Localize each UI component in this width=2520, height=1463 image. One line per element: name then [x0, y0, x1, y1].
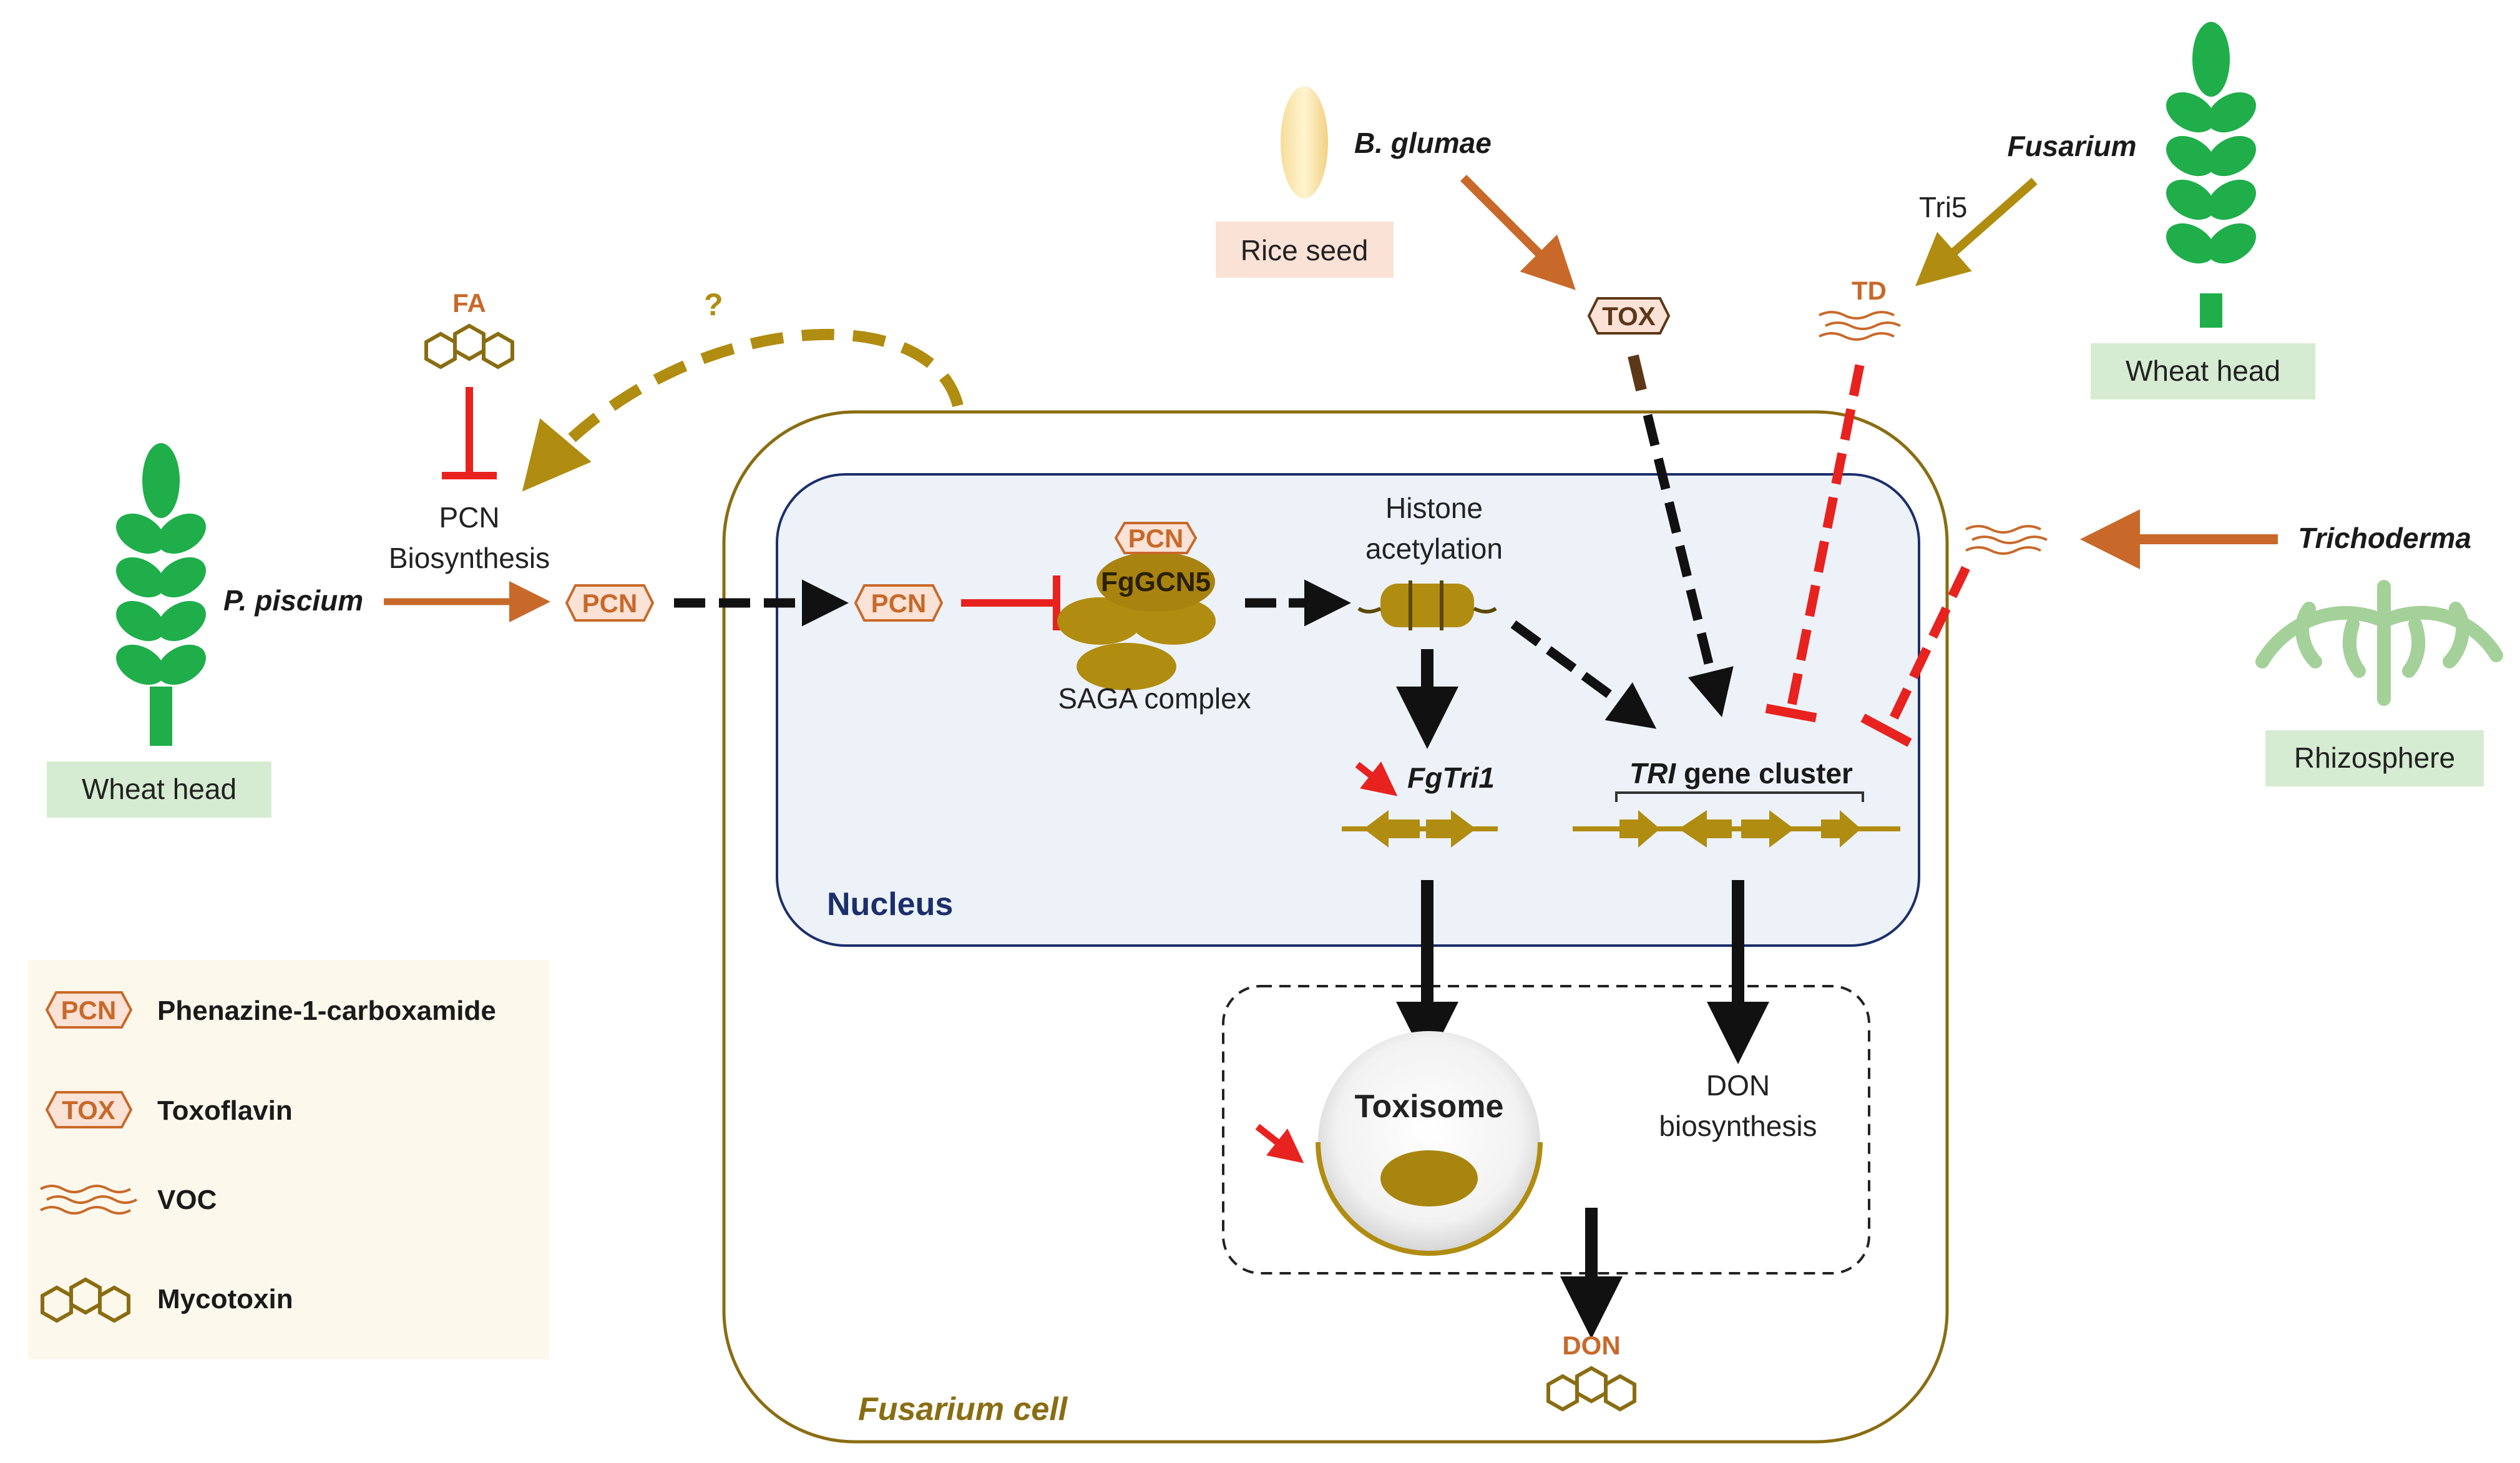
fusarium-cell: [722, 410, 1949, 1444]
trichoderma-inhibition-bar: [1860, 713, 1912, 747]
rhizosphere-label-box: [2265, 730, 2484, 786]
legend-item-voc: VOC: [40, 1185, 217, 1215]
pcn-inner-badge: PCN: [854, 584, 944, 622]
legend-pcn-label: Phenazine-1-carboxamide: [157, 996, 496, 1026]
histone-label-line1: Histone: [1385, 492, 1483, 524]
svg-text:TOX: TOX: [1602, 301, 1656, 331]
legend-item-pcn: PCN Phenazine-1-carboxamide: [45, 991, 496, 1029]
svg-text:PCN: PCN: [871, 589, 927, 618]
don-label: DON: [1562, 1331, 1620, 1360]
rice-seed-icon: [1281, 86, 1328, 198]
pcn-top-badge: PCN: [1128, 524, 1184, 553]
rice-seed-label: Rice seed: [1241, 234, 1369, 267]
svg-text:PCN: PCN: [582, 589, 638, 618]
pcn-outer-badge: PCN: [565, 584, 655, 622]
p-piscium-label: P. piscium: [223, 584, 363, 617]
toxisome-compartment: [1222, 985, 1870, 1275]
don-mycotoxin-icon: [1546, 1366, 1636, 1412]
trichoderma-inhibition-line: [1883, 565, 1970, 733]
tri5-label: Tri5: [1919, 191, 1968, 223]
wheat-head-right-label-box: [2091, 343, 2315, 399]
b-glumae-arrow: [1460, 175, 1576, 290]
legend-voc-label: VOC: [157, 1185, 217, 1215]
rhizosphere-root-icon: [2255, 580, 2503, 706]
nucleus: [776, 473, 1920, 947]
legend-tox-icon-text: TOX: [62, 1095, 115, 1125]
legend-tox-label: Toxoflavin: [157, 1095, 293, 1126]
wheat-head-left-icon: [116, 443, 206, 746]
legend-mycotoxin-icon: [41, 1277, 130, 1323]
tri-gene-cluster-label: TRI gene cluster: [1629, 757, 1853, 790]
fa-label: FA: [452, 288, 486, 318]
fusarium-tri5-arrow: [1915, 177, 2038, 286]
tox-brown-segment: [1628, 354, 1647, 392]
b-glumae-label: B. glumae: [1354, 127, 1492, 159]
td-label: TD: [1852, 276, 1887, 305]
fgtri1-red-pointer: [1355, 761, 1398, 796]
legend-item-tox: TOX Toxoflavin: [45, 1091, 293, 1128]
nucleus-label: Nucleus: [827, 886, 953, 922]
legend-pcn-icon: [45, 991, 133, 1029]
fgtri1-label: FgTri1: [1407, 761, 1495, 794]
wheat-head-left-label-box: [47, 761, 271, 818]
toxisome-icon: [1316, 1031, 1543, 1256]
trichoderma-label: Trichoderma: [2298, 522, 2471, 554]
pcn-biosynthesis-line2: Biosynthesis: [389, 542, 550, 574]
histone-to-tri-cluster-arrow: [1510, 620, 1657, 729]
tox-to-tri-cluster-arrow: [1643, 414, 1734, 718]
tri-gene-cluster-icon: [1573, 810, 1900, 848]
legend-voc-icon: [40, 1185, 137, 1215]
don-biosynthesis-line1: DON: [1706, 1069, 1770, 1102]
pcn-biosynthesis-line1: PCN: [439, 501, 499, 534]
fgtri1-gene-icon: [1342, 810, 1498, 848]
toxisome-red-pointer: [1255, 1123, 1304, 1163]
nucleosome-icon: [1357, 580, 1497, 630]
tri-cluster-bracket: [1615, 791, 1864, 802]
histone-label-line2: acetylation: [1365, 532, 1503, 565]
fusarium-organism-label: Fusarium: [2007, 130, 2136, 162]
wheat-head-right-icon: [2166, 22, 2256, 328]
legend-item-mycotoxin: Mycotoxin: [41, 1277, 293, 1323]
feedback-question-mark: ?: [704, 287, 723, 322]
rice-seed-label-box: [1216, 222, 1394, 278]
wheat-head-right-label: Wheat head: [2126, 355, 2280, 387]
fa-mycotoxin-icon: [424, 323, 514, 369]
tox-badge: TOX: [1587, 297, 1671, 335]
don-biosynthesis-line2: biosynthesis: [1659, 1110, 1817, 1142]
legend-mycotoxin-label: Mycotoxin: [157, 1284, 293, 1314]
toxisome-label: Toxisome: [1355, 1089, 1504, 1125]
fusarium-cell-label: Fusarium cell: [858, 1391, 1068, 1427]
legend-pcn-icon-text: PCN: [61, 996, 117, 1025]
rhizosphere-label: Rhizosphere: [2294, 741, 2455, 774]
td-inhibition-line: [1786, 364, 1865, 710]
saga-complex-icon: [1057, 522, 1216, 690]
fggcn5-label: FgGCN5: [1101, 567, 1211, 597]
saga-complex-label: SAGA complex: [1058, 682, 1251, 715]
trichoderma-voc-icon: [1965, 525, 2048, 555]
td-voc-icon: [1819, 311, 1901, 341]
feedback-dashed-arrow: [522, 328, 964, 492]
legend-tox-icon: [45, 1091, 133, 1128]
td-inhibition-bar: [1765, 703, 1817, 723]
wheat-head-left-label: Wheat head: [82, 773, 237, 805]
